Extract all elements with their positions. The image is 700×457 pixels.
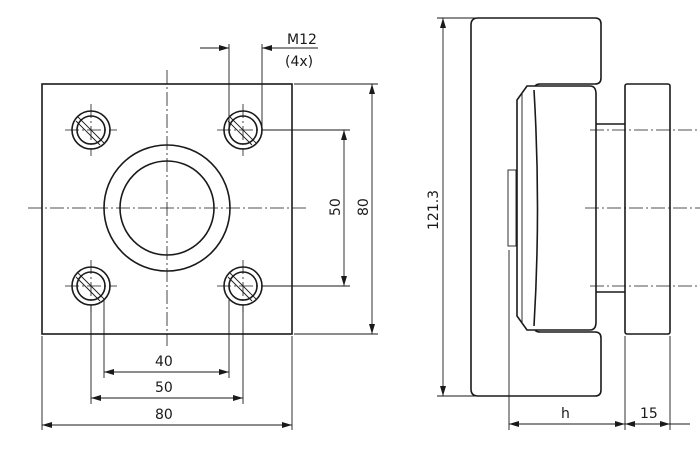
- dim-80w-label: 80: [155, 407, 173, 423]
- dim-80h-label: 80: [356, 198, 372, 216]
- dim-121-label: 121.3: [426, 190, 442, 230]
- bolt-hole-bottom-left: [65, 260, 117, 312]
- thread-count-label: (4x): [285, 54, 313, 70]
- dim-50h-label: 50: [155, 380, 173, 396]
- dim-15-horizontal: 15: [625, 336, 690, 430]
- dim-50v-label: 50: [328, 198, 344, 216]
- dim-15-label: 15: [640, 406, 658, 422]
- dim-50-horizontal: 50: [90, 305, 244, 404]
- dim-80-vertical: 80: [294, 83, 378, 335]
- bearing-outer-shell: [516, 85, 597, 331]
- dim-h-horizontal: h: [508, 250, 626, 430]
- dim-h-label: h: [561, 406, 570, 422]
- dim-121-vertical: 121.3: [426, 17, 476, 397]
- dim-80-horizontal: 80: [41, 336, 293, 430]
- thread-size-label: M12: [287, 32, 317, 48]
- bolt-hole-top-left: [65, 104, 117, 156]
- dim-40-horizontal: 40: [103, 300, 230, 378]
- side-view: 121.3 h 15: [426, 17, 700, 430]
- bolt-hole-bottom-right: [217, 260, 269, 312]
- bearing-seal: [507, 169, 517, 247]
- bearing-ring: [533, 89, 539, 327]
- thread-callout: M12 (4x): [200, 32, 318, 128]
- dim-40-label: 40: [155, 354, 173, 370]
- dim-50-vertical: 50: [262, 129, 350, 287]
- bolt-hole-top-right: [217, 104, 269, 156]
- bore-outer-circle: [103, 144, 231, 272]
- housing-outline: [470, 17, 602, 397]
- front-view: M12 (4x) 40 50 80: [28, 32, 378, 430]
- flange-side-outline: [624, 83, 671, 335]
- bore-inner-circle: [119, 160, 215, 256]
